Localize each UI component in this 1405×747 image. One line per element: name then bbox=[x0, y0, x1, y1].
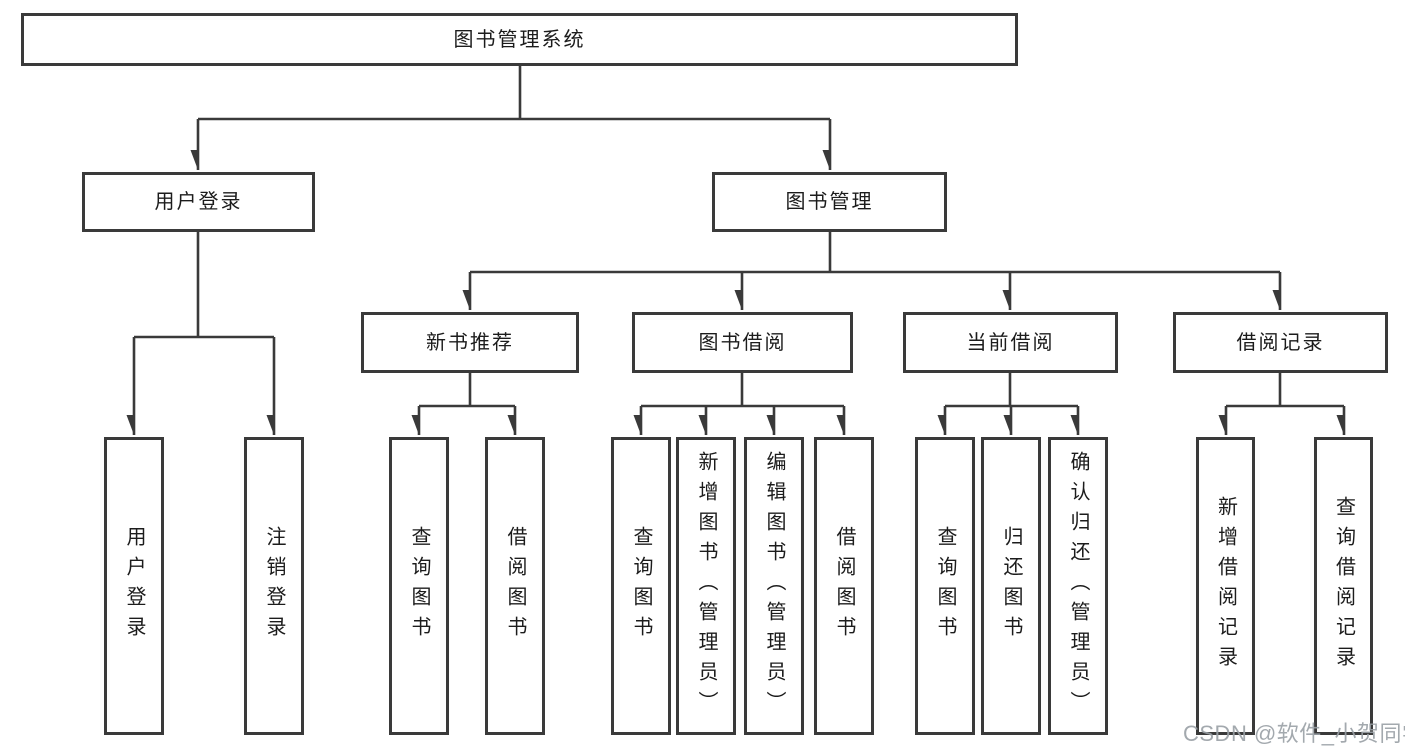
node-label: 图书管理 bbox=[785, 191, 874, 213]
node-label: 新增图书（管理员） bbox=[695, 451, 717, 721]
node-new-book-recommend: 新书推荐 bbox=[361, 312, 579, 373]
node-user-login: 用户登录 bbox=[82, 172, 315, 232]
leaf-query-books-2: 查询图书 bbox=[611, 437, 671, 735]
node-current-borrowing: 当前借阅 bbox=[903, 312, 1118, 373]
node-book-borrowing: 图书借阅 bbox=[632, 312, 853, 373]
leaf-query-borrow-record: 查询借阅记录 bbox=[1314, 437, 1373, 735]
leaf-user-login: 用户登录 bbox=[104, 437, 164, 735]
node-label: 归还图书 bbox=[1000, 526, 1022, 646]
node-label: 编辑图书（管理员） bbox=[763, 451, 785, 721]
node-label: 借阅记录 bbox=[1236, 331, 1325, 354]
node-label: 注销登录 bbox=[263, 526, 285, 646]
connector-trunks bbox=[134, 66, 1344, 408]
node-label: 用户登录 bbox=[123, 526, 145, 646]
leaf-return-books: 归还图书 bbox=[981, 437, 1041, 735]
node-label: 用户登录 bbox=[154, 191, 243, 213]
leaf-edit-books-admin: 编辑图书（管理员） bbox=[744, 437, 804, 735]
node-label: 图书借阅 bbox=[698, 331, 787, 354]
node-label: 借阅图书 bbox=[504, 526, 526, 646]
leaf-add-borrow-record: 新增借阅记录 bbox=[1196, 437, 1255, 735]
node-label: 查询图书 bbox=[934, 526, 956, 646]
node-label: 查询借阅记录 bbox=[1332, 496, 1355, 676]
node-label: 新增借阅记录 bbox=[1214, 496, 1237, 676]
node-book-management: 图书管理 bbox=[712, 172, 947, 232]
csdn-watermark: CSDN @软件_小贺同学 bbox=[1183, 721, 1405, 746]
node-label: 借阅图书 bbox=[833, 526, 855, 646]
leaf-query-books-1: 查询图书 bbox=[389, 437, 449, 735]
node-borrowing-records: 借阅记录 bbox=[1173, 312, 1388, 373]
leaf-borrow-books-1: 借阅图书 bbox=[485, 437, 545, 735]
leaf-query-books-3: 查询图书 bbox=[915, 437, 975, 735]
node-label: 新书推荐 bbox=[426, 331, 514, 354]
node-label: 当前借阅 bbox=[966, 331, 1055, 354]
leaf-logout: 注销登录 bbox=[244, 437, 304, 735]
leaf-confirm-return-admin: 确认归还（管理员） bbox=[1048, 437, 1108, 735]
node-label: 确认归还（管理员） bbox=[1067, 451, 1089, 721]
node-label: 图书管理系统 bbox=[453, 28, 586, 51]
leaf-borrow-books-2: 借阅图书 bbox=[814, 437, 874, 735]
connector-arrows bbox=[134, 119, 1346, 435]
leaf-add-books-admin: 新增图书（管理员） bbox=[676, 437, 736, 735]
node-label: 查询图书 bbox=[630, 526, 652, 646]
node-label: 查询图书 bbox=[408, 526, 430, 646]
node-book-management-system: 图书管理系统 bbox=[21, 13, 1018, 66]
